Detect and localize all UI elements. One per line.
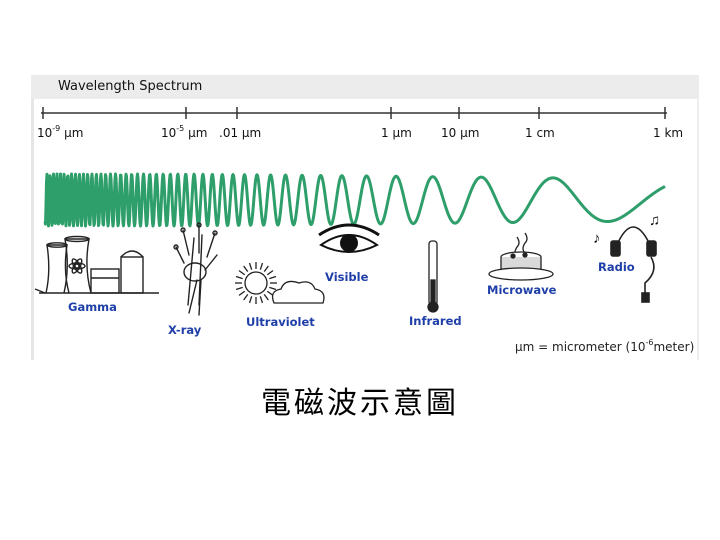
scale-axis: 10-9 µm 10-5 µm .01 µm 1 µm 10 µm 1 cm 1 km xyxy=(37,107,683,140)
wave-curve xyxy=(45,174,665,226)
scale-tick-label: 10-9 µm xyxy=(37,124,83,140)
microwave-food-icon xyxy=(489,233,553,280)
sun-cloud-icon xyxy=(235,262,324,304)
category-label-microwave: Microwave xyxy=(487,283,557,297)
category-label-infrared: Infrared xyxy=(409,314,462,328)
unit-note-exponent: -6 xyxy=(646,338,654,347)
scale-tick-label: 10 µm xyxy=(441,126,479,140)
category-label-xray: X-ray xyxy=(168,323,202,337)
caption: 電磁波示意圖 xyxy=(0,378,720,422)
category-label-visible: Visible xyxy=(325,270,369,284)
headphones-icon: ♪ ♫ xyxy=(593,212,660,302)
category-label-ultraviolet: Ultraviolet xyxy=(246,315,315,329)
scale-tick-label: 1 km xyxy=(653,126,683,140)
unit-note-suffix: meter) xyxy=(653,340,694,354)
thermometer-icon xyxy=(428,241,438,312)
category-label-radio: Radio xyxy=(598,260,635,274)
category-label-gamma: Gamma xyxy=(68,300,117,314)
scale-tick-label: 10-5 µm xyxy=(161,124,207,140)
scale-tick-label: .01 µm xyxy=(219,126,261,140)
eye-icon xyxy=(319,225,379,252)
hand-bones-icon xyxy=(174,223,217,315)
svg-text:♫: ♫ xyxy=(649,212,660,229)
nuclear-plant-icon xyxy=(35,237,159,294)
unit-note-prefix: µm = micrometer (10 xyxy=(515,340,646,354)
scale-tick-label: 1 cm xyxy=(525,126,555,140)
svg-text:♪: ♪ xyxy=(593,230,601,247)
scale-tick-label: 1 µm xyxy=(381,126,412,140)
unit-note: µm = micrometer (10-6meter) xyxy=(515,338,694,354)
spectrum-diagram: 10-9 µm 10-5 µm .01 µm 1 µm 10 µm 1 cm 1 km xyxy=(31,75,699,360)
